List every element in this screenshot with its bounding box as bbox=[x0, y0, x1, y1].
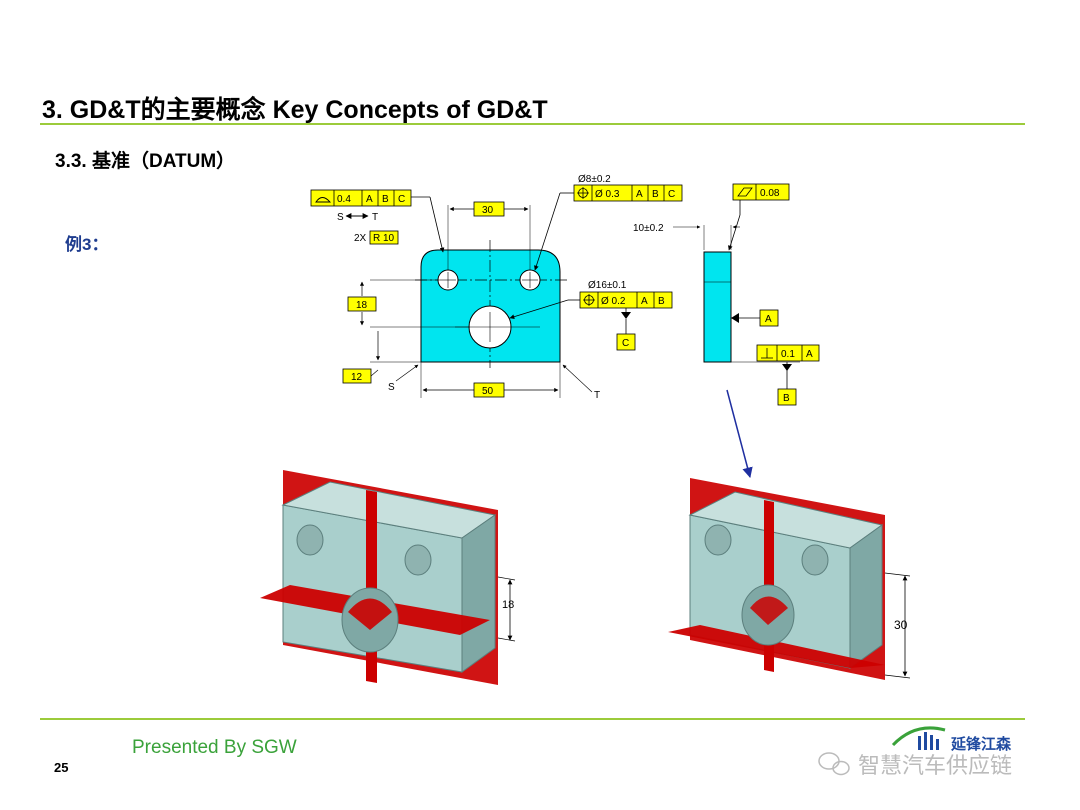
dim-18: 18 bbox=[356, 300, 368, 311]
dim-50: 50 bbox=[482, 386, 494, 397]
wechat-icon bbox=[818, 752, 850, 776]
slide-title: 3. GD&T的主要概念 Key Concepts of GD&T bbox=[42, 96, 548, 124]
iso-view-right: 30 bbox=[668, 478, 911, 680]
hole-note: Ø8±0.2 bbox=[578, 174, 611, 185]
fcf-hole-tol: Ø 0.3 bbox=[595, 189, 620, 200]
fcf-perp-ref: A bbox=[806, 349, 813, 360]
radius-prefix: 2X bbox=[354, 233, 367, 244]
fcf-bore-tol: Ø 0.2 bbox=[601, 296, 626, 307]
fcf-perp-tol: 0.1 bbox=[781, 349, 795, 360]
fcf-hole-ref-b: B bbox=[652, 189, 659, 200]
datum-a: A bbox=[765, 314, 772, 325]
page-number: 25 bbox=[54, 760, 69, 775]
company-logo-icon bbox=[891, 726, 946, 750]
example-label: 例3： bbox=[65, 235, 109, 254]
thickness-note: 10±0.2 bbox=[633, 223, 664, 234]
label-s: S bbox=[388, 382, 395, 393]
company-logo-text: 延锋江森 bbox=[951, 736, 1012, 753]
label-t: T bbox=[594, 390, 600, 401]
iso-left-dim: 18 bbox=[502, 599, 514, 611]
presenter-credit: Presented By SGW bbox=[132, 737, 297, 758]
watermark-text: 智慧汽车供应链 bbox=[858, 753, 1013, 778]
bore-note: Ø16±0.1 bbox=[588, 280, 627, 291]
fcf-profile-ref-b: B bbox=[382, 194, 389, 205]
datum-c: C bbox=[622, 338, 629, 349]
radius-value: R 10 bbox=[373, 233, 395, 244]
fcf-hole-ref-a: A bbox=[636, 189, 643, 200]
fcf-profile-ref-c: C bbox=[398, 194, 405, 205]
datum-b: B bbox=[783, 393, 790, 404]
fcf-profile-ref-a: A bbox=[366, 194, 373, 205]
footer-rule bbox=[40, 718, 1025, 720]
side-view-part bbox=[703, 251, 732, 363]
fcf-profile-tol: 0.4 bbox=[337, 194, 351, 205]
fcf-bore-ref-b: B bbox=[658, 296, 665, 307]
iso-view-left: 18 bbox=[260, 470, 516, 685]
dim-30: 30 bbox=[482, 205, 494, 216]
fcf-hole-ref-c: C bbox=[668, 189, 675, 200]
header-rule bbox=[40, 123, 1025, 125]
blue-pointer-arrow bbox=[726, 389, 753, 479]
between-to: T bbox=[372, 212, 378, 223]
fcf-bore-ref-a: A bbox=[641, 296, 648, 307]
fcf-flatness-tol: 0.08 bbox=[760, 188, 780, 199]
between-from: S bbox=[337, 212, 344, 223]
iso-right-dim: 30 bbox=[894, 618, 908, 632]
dim-12: 12 bbox=[351, 372, 363, 383]
section-subtitle: 3.3. 基准（DATUM） bbox=[55, 151, 236, 172]
